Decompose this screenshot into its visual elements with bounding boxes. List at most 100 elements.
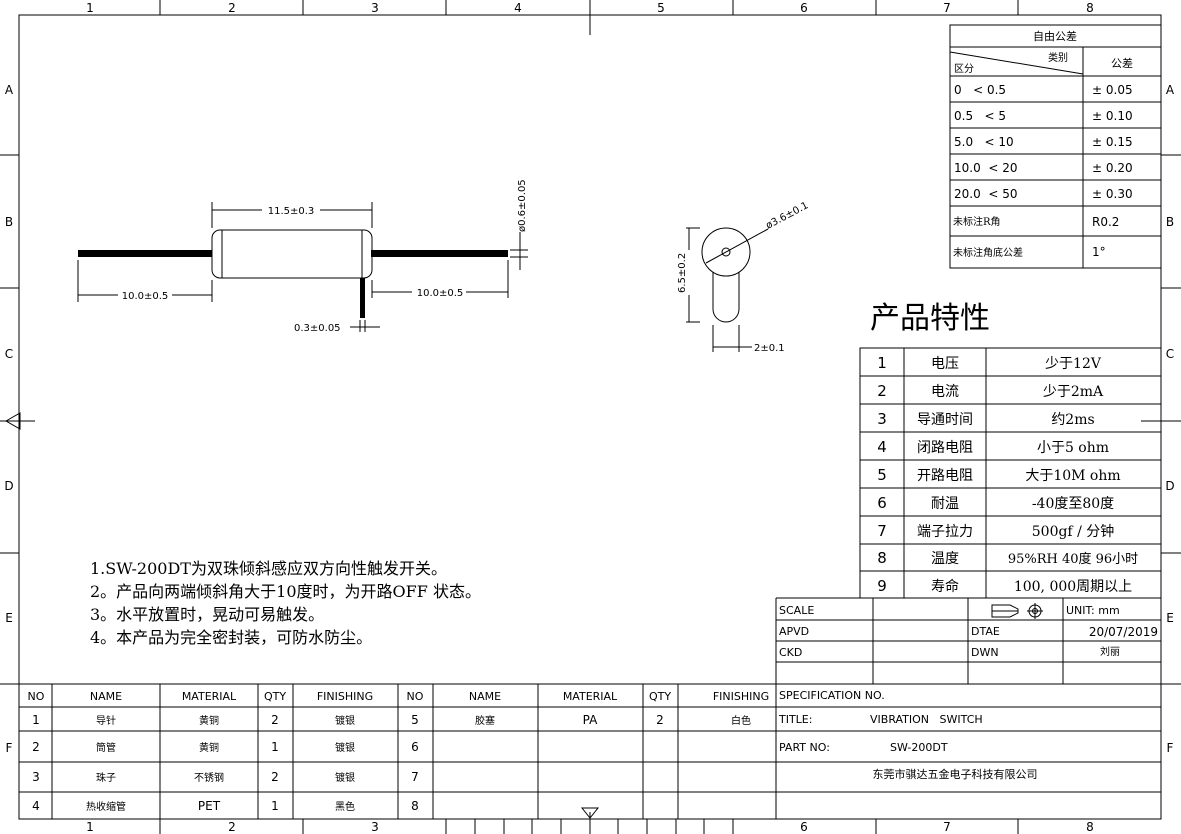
row-label: C xyxy=(5,347,13,361)
bom-cell: 7 xyxy=(411,770,419,784)
bom-cell: 镀银 xyxy=(335,771,355,784)
row-label: F xyxy=(6,741,13,755)
col-label: 5 xyxy=(657,1,665,15)
date-value: 20/07/2019 xyxy=(1089,625,1158,639)
row-label: D xyxy=(1165,479,1174,493)
tolerance-value: ± 0.20 xyxy=(1092,161,1133,175)
tolerance-range: 10.0 < 20 xyxy=(954,161,1018,175)
terminal-tab xyxy=(360,278,365,318)
bom-cell: 热收缩管 xyxy=(86,800,126,813)
tolerance-value: ± 0.15 xyxy=(1092,135,1133,149)
col-label: 6 xyxy=(800,1,808,15)
lead-left xyxy=(78,250,212,257)
bom-header: NAME xyxy=(469,690,501,703)
tolerance-angle-value: 1° xyxy=(1092,245,1106,259)
tolerance-table: 自由公差 类别 区分 公差 0 < 0.5 ± 0.05 0.5 < 5 ± 0… xyxy=(949,24,1162,269)
title-value: VIBRATION SWITCH xyxy=(870,713,983,726)
bom-cell: 3 xyxy=(32,770,40,784)
char-item: 电流 xyxy=(931,384,959,400)
char-value: 500gf / 分钟 xyxy=(1032,523,1114,540)
tolerance-range: 0.5 < 5 xyxy=(954,109,1006,123)
bom-cell: 2 xyxy=(271,713,279,727)
row-label: C xyxy=(1166,347,1174,361)
col-label: 4 xyxy=(514,1,522,15)
char-item: 闭路电阻 xyxy=(917,440,973,456)
char-no: 2 xyxy=(877,382,887,400)
bom-cell: 1 xyxy=(32,713,40,727)
col-label: 7 xyxy=(943,1,951,15)
char-no: 3 xyxy=(877,410,887,428)
bom-table: NO NAME MATERIAL QTY FINISHING NO NAME M… xyxy=(19,684,776,819)
notes: 1.SW-200DT为双珠倾斜感应双方向性触发开关。 2。产品向两端倾斜角大于1… xyxy=(90,559,481,647)
bom-cell: 2 xyxy=(656,713,664,727)
tolerance-range: 0 < 0.5 xyxy=(954,83,1006,97)
char-no: 9 xyxy=(877,577,887,595)
title-block: SCALE UNIT: mm APVD DTAE 20/07/2019 CKD … xyxy=(19,597,1161,819)
tolerance-angle-label: 未标注角底公差 xyxy=(953,246,1023,259)
col-label: 2 xyxy=(228,1,236,15)
bottom-ruler xyxy=(445,807,733,834)
dim-lead-right: 10.0±0.5 xyxy=(417,288,464,299)
unit-label: UNIT: mm xyxy=(1066,604,1120,617)
row-label: E xyxy=(5,611,13,625)
char-item: 开路电阻 xyxy=(917,468,973,484)
row-label: B xyxy=(5,215,13,229)
col-label: 2 xyxy=(228,820,236,834)
char-no: 8 xyxy=(877,549,887,567)
dwn-label: DWN xyxy=(971,646,999,659)
bom-header: NAME xyxy=(90,690,122,703)
ckd-label: CKD xyxy=(779,646,802,659)
col-label: 8 xyxy=(1086,820,1094,834)
dim-tab-thickness: 0.3±0.05 xyxy=(294,323,341,334)
tolerance-header-category: 类别 xyxy=(1048,51,1068,64)
switch-body xyxy=(211,229,373,279)
row-label: F xyxy=(1167,741,1174,755)
bom-cell: 胶塞 xyxy=(475,714,495,727)
char-item: 寿命 xyxy=(931,578,959,595)
note-line: 3。水平放置时，晃动可易触发。 xyxy=(90,605,324,624)
dim-lead-left: 10.0±0.5 xyxy=(122,291,169,302)
char-no: 5 xyxy=(877,466,887,484)
col-label: 1 xyxy=(86,820,94,834)
bom-cell: 5 xyxy=(411,713,419,727)
char-no: 6 xyxy=(877,494,887,512)
char-value: 少于2mA xyxy=(1043,384,1104,400)
note-line: 2。产品向两端倾斜角大于10度时，为开路OFF 状态。 xyxy=(90,582,481,601)
characteristics-title: 产品特性 xyxy=(870,301,990,336)
bom-cell: 黑色 xyxy=(335,800,355,813)
bom-cell: 黄铜 xyxy=(199,741,219,754)
bom-cell: 1 xyxy=(271,799,279,813)
tolerance-value: ± 0.10 xyxy=(1092,109,1133,123)
char-value: 大于10M ohm xyxy=(1025,468,1120,484)
center-mark-icon xyxy=(4,412,21,430)
tolerance-r-value: R0.2 xyxy=(1092,215,1119,229)
dim-lead-diameter: ø0.6±0.05 xyxy=(517,179,528,232)
char-item: 温度 xyxy=(931,551,959,567)
char-item: 端子拉力 xyxy=(917,524,973,540)
tolerance-r-label: 未标注R角 xyxy=(953,215,1001,228)
tolerance-value: ± 0.05 xyxy=(1092,83,1133,97)
col-label: 3 xyxy=(371,820,379,834)
row-label: E xyxy=(1166,611,1174,625)
part-label: PART NO: xyxy=(779,741,830,754)
bom-cell: 8 xyxy=(411,799,419,813)
char-value: 约2ms xyxy=(1051,412,1094,428)
bom-cell: 2 xyxy=(32,740,40,754)
bom-header: FINISHING xyxy=(713,690,769,703)
dwn-value: 刘丽 xyxy=(1100,646,1120,658)
dim-body-length: 11.5±0.3 xyxy=(268,206,315,217)
bom-cell: 白色 xyxy=(731,714,751,727)
dim-end-diameter: ø3.6±0.1 xyxy=(764,200,810,231)
bom-header: FINISHING xyxy=(317,690,373,703)
note-line: 4。本产品为完全密封装，可防水防尘。 xyxy=(90,628,372,647)
char-item: 导通时间 xyxy=(917,412,973,428)
row-label: D xyxy=(4,479,13,493)
tolerance-title: 自由公差 xyxy=(1033,29,1077,43)
col-label: 7 xyxy=(943,820,951,834)
note-line: 1.SW-200DT为双珠倾斜感应双方向性触发开关。 xyxy=(90,559,447,578)
char-item: 耐温 xyxy=(931,496,959,512)
char-no: 1 xyxy=(877,354,887,372)
company-name: 东莞市骐达五金电子科技有限公司 xyxy=(873,767,1038,781)
bom-cell: 导针 xyxy=(96,714,116,727)
